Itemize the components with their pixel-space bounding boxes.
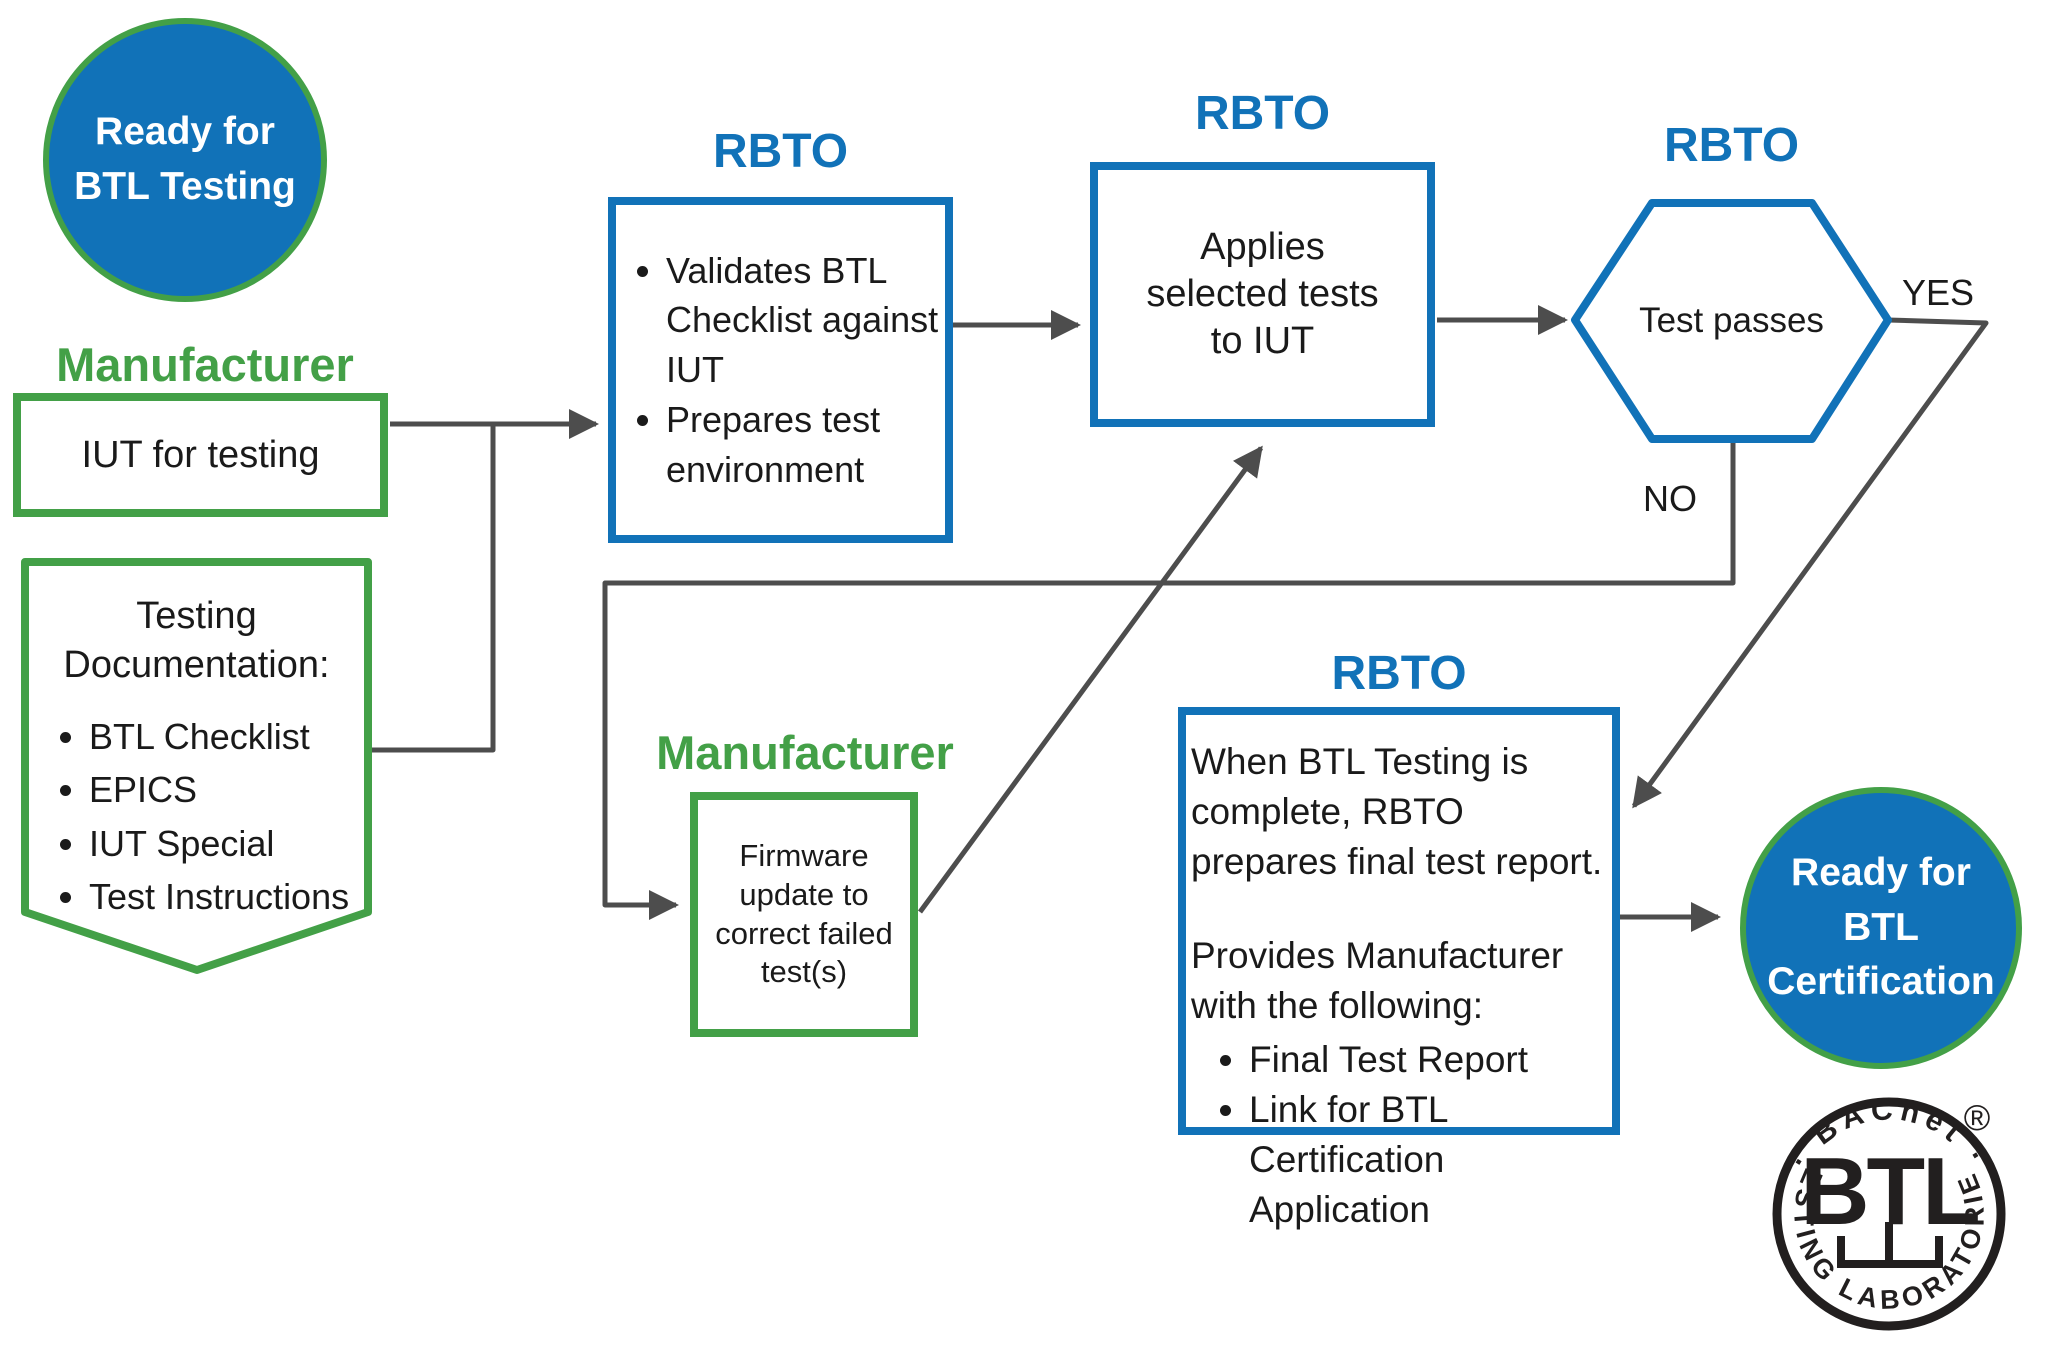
testing-docs-content: Testing Documentation: BTL Checklist EPI… [25, 578, 368, 927]
testing-docs-banner-shape [21, 558, 372, 974]
apply-box-line3: to IUT [1210, 320, 1315, 363]
no-label: NO [1643, 478, 1697, 519]
registered-trademark-icon: ® [1964, 1097, 1991, 1138]
end-circle-line3: Certification [1767, 960, 1995, 1004]
firmware-box-line3: correct failed [715, 915, 893, 951]
decision-text: Test passes [1639, 301, 1824, 340]
testing-docs-list: BTL Checklist EPICS IUT Special Test Ins… [25, 713, 368, 921]
iut-box-text: IUT for testing [81, 433, 320, 476]
list-item: Test Instructions [89, 873, 368, 921]
btl-logo: · BACnet · TESTING LABORATORIES BTL ® [1772, 1093, 2006, 1331]
connector-firmware-to-apply [917, 445, 1264, 914]
connector-yes-to-report [1631, 317, 1989, 809]
manufacturer-heading-1: Manufacturer [56, 338, 354, 391]
testing-docs-title-line1: Testing [136, 595, 257, 637]
report-para2: Provides Manufacturer with the following… [1191, 934, 1564, 1026]
decision-hexagon-shape [1571, 199, 1892, 443]
apply-box-line2: selected tests [1146, 272, 1379, 315]
list-item: Validates BTL Checklist against IUT [666, 246, 949, 395]
rbto-heading-1: RBTO [712, 125, 849, 178]
yes-label: YES [1902, 272, 1975, 313]
list-item: BTL Checklist [89, 713, 368, 761]
firmware-box: Firmware update to correct failed test(s… [690, 792, 918, 1037]
firmware-box-line1: Firmware [739, 838, 869, 873]
rbto-heading-3: RBTO [1663, 119, 1800, 172]
list-item: Final Test Report [1249, 1035, 1617, 1085]
apply-tests-box: Applies selected tests to IUT [1090, 162, 1435, 427]
end-circle-line2: BTL [1843, 905, 1919, 949]
end-circle-line1: Ready for [1791, 851, 1971, 895]
list-item: EPICS [89, 766, 368, 814]
iut-box: IUT for testing [13, 393, 388, 517]
rbto-heading-2: RBTO [1194, 87, 1331, 140]
start-circle: Ready for BTL Testing [43, 18, 327, 302]
list-item: Link for BTL Certification Application [1249, 1085, 1617, 1235]
list-item: Prepares test environment [666, 395, 949, 494]
apply-box-line1: Applies [1200, 225, 1325, 268]
end-circle: Ready for BTL Certification [1740, 787, 2022, 1069]
manufacturer-heading-2: Manufacturer [656, 726, 954, 779]
report-para1: When BTL Testing is complete, RBTO prepa… [1191, 741, 1603, 882]
start-circle-line1: Ready for [95, 110, 275, 154]
btl-logo-ring [1772, 1097, 2006, 1331]
decision-hexagon-text: Test passes [1575, 203, 1888, 439]
start-circle-line2: BTL Testing [74, 165, 296, 208]
btl-logo-bracket [1837, 1222, 1943, 1268]
connector-no-to-firmware [602, 441, 1736, 920]
connector-docs-merge [368, 426, 496, 753]
validation-list: Validates BTL Checklist against IUT Prep… [620, 246, 949, 494]
firmware-box-line2: update to [739, 876, 869, 912]
rbto-heading-4: RBTO [1331, 647, 1467, 700]
report-list: Final Test Report Link for BTL Certifica… [1191, 1035, 1617, 1235]
testing-docs-title-line2: Documentation: [63, 644, 330, 687]
firmware-box-line4: test(s) [760, 954, 848, 990]
validation-box: Validates BTL Checklist against IUT Prep… [608, 197, 953, 543]
list-item: IUT Special [89, 820, 368, 868]
report-box: When BTL Testing is complete, RBTO prepa… [1178, 707, 1620, 1230]
